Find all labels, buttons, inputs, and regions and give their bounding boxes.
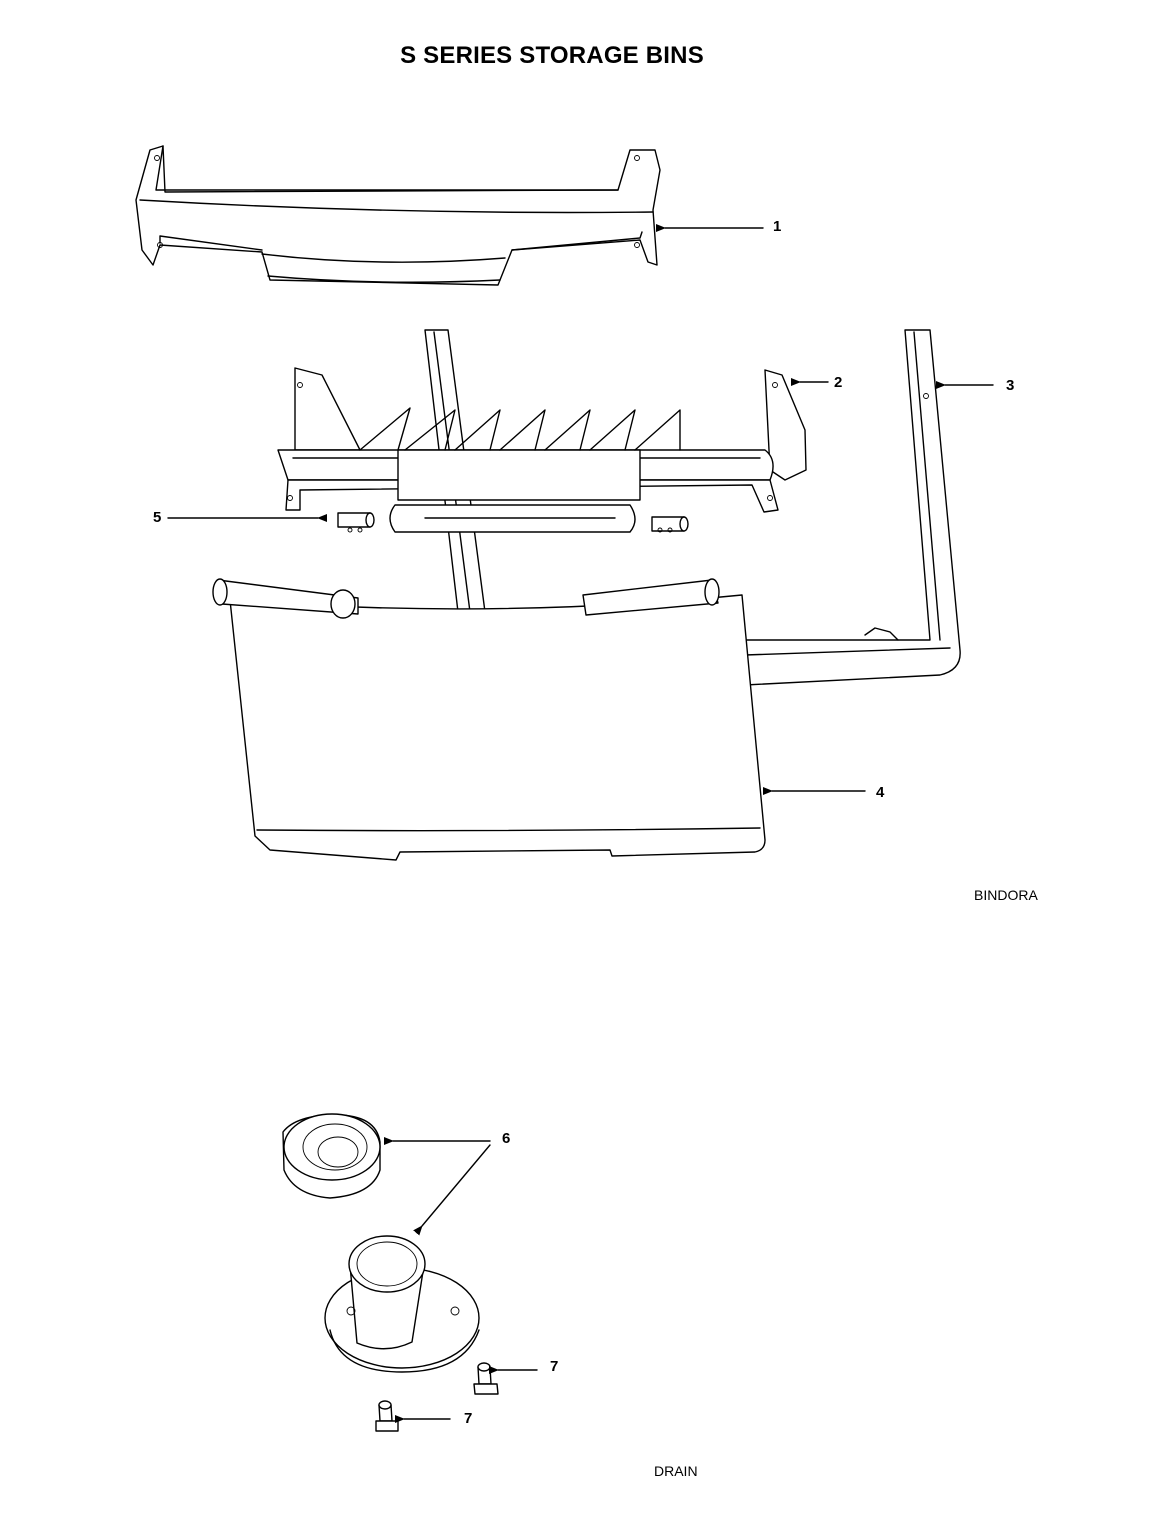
callout-2: 2 [834, 374, 842, 391]
part-divider-rack [277, 367, 807, 533]
callout-7-lower: 7 [464, 1410, 472, 1427]
callout-5: 5 [153, 509, 161, 526]
leader-lines [167, 224, 994, 1423]
caption-bindora: BINDORA [974, 887, 1038, 903]
callout-6: 6 [502, 1130, 510, 1147]
callout-7-upper: 7 [550, 1358, 558, 1375]
page-title: S SERIES STORAGE BINS [400, 42, 704, 69]
callout-1: 1 [773, 218, 781, 235]
caption-drain: DRAIN [654, 1463, 698, 1479]
part-pins [337, 512, 689, 533]
callout-3: 3 [1006, 377, 1014, 394]
part-screws [375, 1362, 499, 1432]
callout-4: 4 [876, 784, 885, 801]
part-drain-fittings [282, 1113, 480, 1373]
part-lid-cover [135, 145, 661, 286]
part-front-bin [212, 578, 766, 861]
